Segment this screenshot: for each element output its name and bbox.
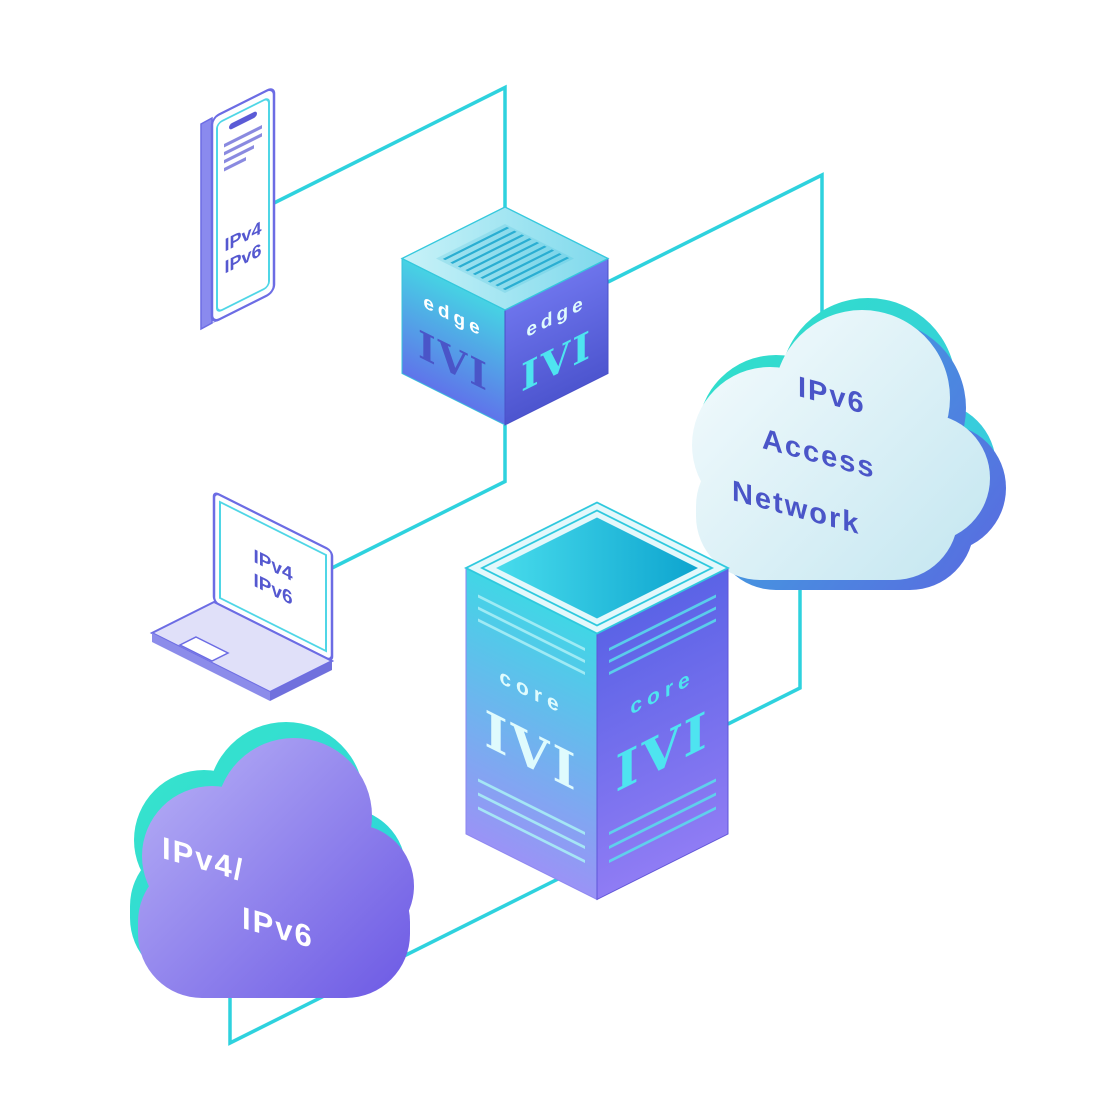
laptop: IPv4 IPv6 (149, 492, 335, 701)
edge-router: edge IVI edge IVI (400, 206, 610, 426)
connection-line-edge-laptop (331, 425, 507, 570)
ipv6-access-cloud: IPv6 Access Network (692, 298, 1006, 590)
core-router-left-face: core IVI (465, 567, 598, 901)
laptop-screen: IPv4 IPv6 (212, 492, 334, 661)
connection-line-cloud-core (727, 560, 802, 726)
core-top-panel (496, 517, 698, 619)
phone-screen (216, 98, 270, 312)
laptop-base-skirt-left (152, 633, 270, 701)
phone-text-lines (224, 125, 262, 172)
core-router-top-face (464, 501, 730, 635)
core-right-vent-lines (609, 594, 716, 863)
core-router: core IVI core IVI (464, 501, 730, 901)
laptop-touchpad (178, 636, 230, 662)
ipv4-ipv6-cloud: IPv4/ IPv6 (130, 722, 414, 998)
smartphone: IPv4 IPv6 (200, 88, 276, 331)
phone-side-face (200, 116, 213, 331)
edge-router-top-face (400, 206, 610, 311)
phone-notch-bar (229, 111, 257, 130)
edge-top-vent-lines (442, 226, 570, 291)
core-left-vent-lines (478, 594, 585, 863)
laptop-base-skirt-right (270, 661, 332, 701)
connection-line-phone-edge (269, 84, 507, 215)
connection-line-edge-cloud (607, 172, 824, 345)
edge-router-left-face: edge IVI (401, 257, 506, 426)
